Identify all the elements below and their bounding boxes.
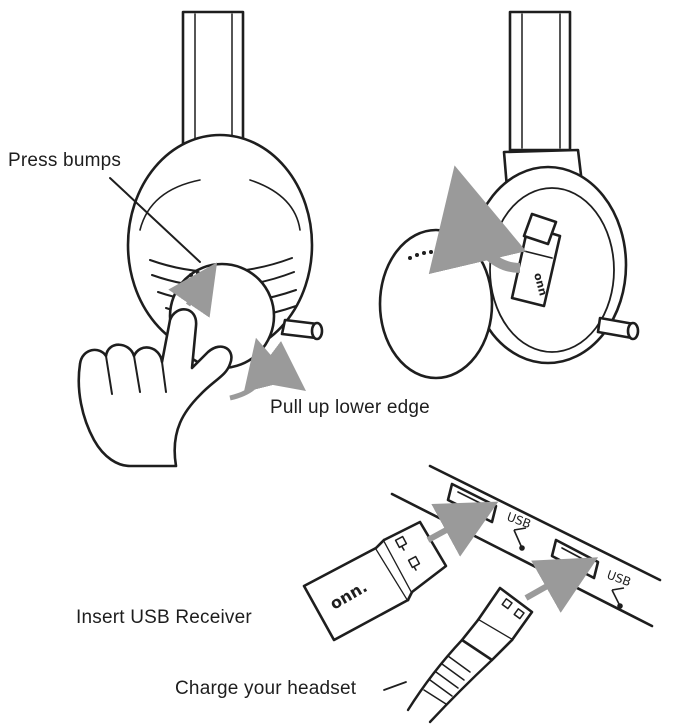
pull-up-label: Pull up lower edge — [270, 397, 430, 418]
insert-usb-label: Insert USB Receiver — [76, 607, 252, 628]
arrow-icon — [251, 341, 306, 391]
arrow-icon — [524, 557, 599, 613]
press-bumps-label: Press bumps — [8, 150, 122, 171]
arrow-icon — [168, 262, 218, 318]
headband-right — [508, 10, 572, 152]
headset-right-view — [378, 10, 640, 380]
charge-leader — [383, 681, 407, 691]
brand-logo-stowed: onn — [531, 271, 550, 297]
arrow-icon — [428, 165, 527, 275]
usb-receiver-dongle — [302, 520, 448, 642]
removed-cover-plate — [378, 228, 494, 380]
computer-ports-view — [302, 464, 662, 724]
press-bumps-leader — [109, 177, 201, 263]
arrow-icon — [426, 501, 499, 557]
headset-left-view — [109, 10, 324, 370]
usb-port-label-top: USB — [505, 510, 533, 532]
charge-label: Charge your headset — [175, 678, 357, 699]
usb-symbol-icon — [611, 587, 625, 609]
hand-icon — [77, 308, 233, 468]
charging-cable — [406, 586, 534, 724]
usb-symbol-icon — [513, 527, 527, 551]
usb-port-label-bottom: USB — [605, 568, 633, 590]
